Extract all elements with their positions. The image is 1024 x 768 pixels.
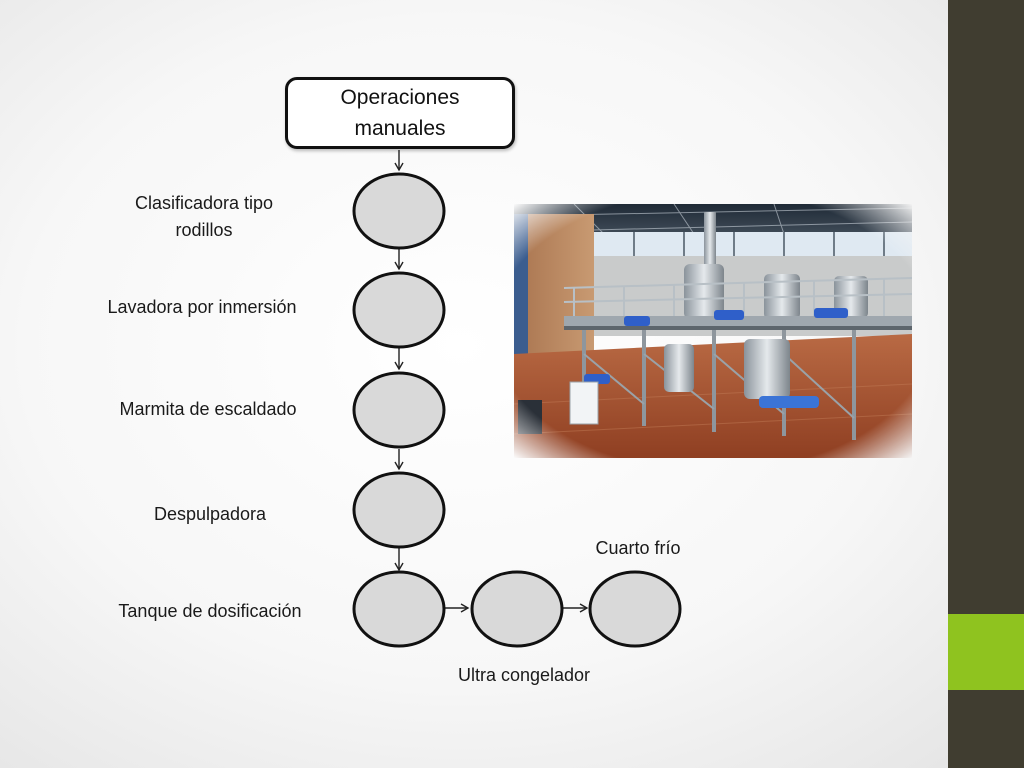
step-label-4: Despulpadora bbox=[153, 504, 267, 524]
step-label-1-line1: Clasificadora tipo bbox=[134, 193, 274, 213]
step-label-3: Marmita de escaldado bbox=[119, 399, 297, 419]
branch-node-2 bbox=[588, 570, 682, 648]
plant-photo-illustration bbox=[514, 204, 912, 458]
step-label-2: Lavadora por inmersión bbox=[107, 297, 297, 317]
flow-diagram bbox=[352, 150, 682, 648]
step-label-1-line2: rodillos bbox=[175, 220, 233, 240]
start-box: Operaciones manuales bbox=[285, 77, 515, 149]
branch-node-1 bbox=[470, 570, 564, 648]
branch-label-2: Cuarto frío bbox=[595, 538, 681, 558]
step-node-1 bbox=[352, 172, 446, 250]
step-node-3 bbox=[352, 371, 446, 449]
step-node-2 bbox=[352, 271, 446, 349]
branch-label-1: Ultra congelador bbox=[457, 665, 591, 685]
start-box-line2: manuales bbox=[354, 117, 446, 140]
step-node-5 bbox=[352, 570, 446, 648]
start-box-line1: Operaciones bbox=[340, 86, 460, 109]
step-node-4 bbox=[352, 471, 446, 549]
step-label-1: Clasificadora tipo rodillos bbox=[118, 190, 290, 244]
side-accent bbox=[948, 614, 1024, 690]
food-processing-plant-photo bbox=[514, 204, 912, 458]
step-label-5: Tanque de dosificación bbox=[118, 601, 302, 621]
